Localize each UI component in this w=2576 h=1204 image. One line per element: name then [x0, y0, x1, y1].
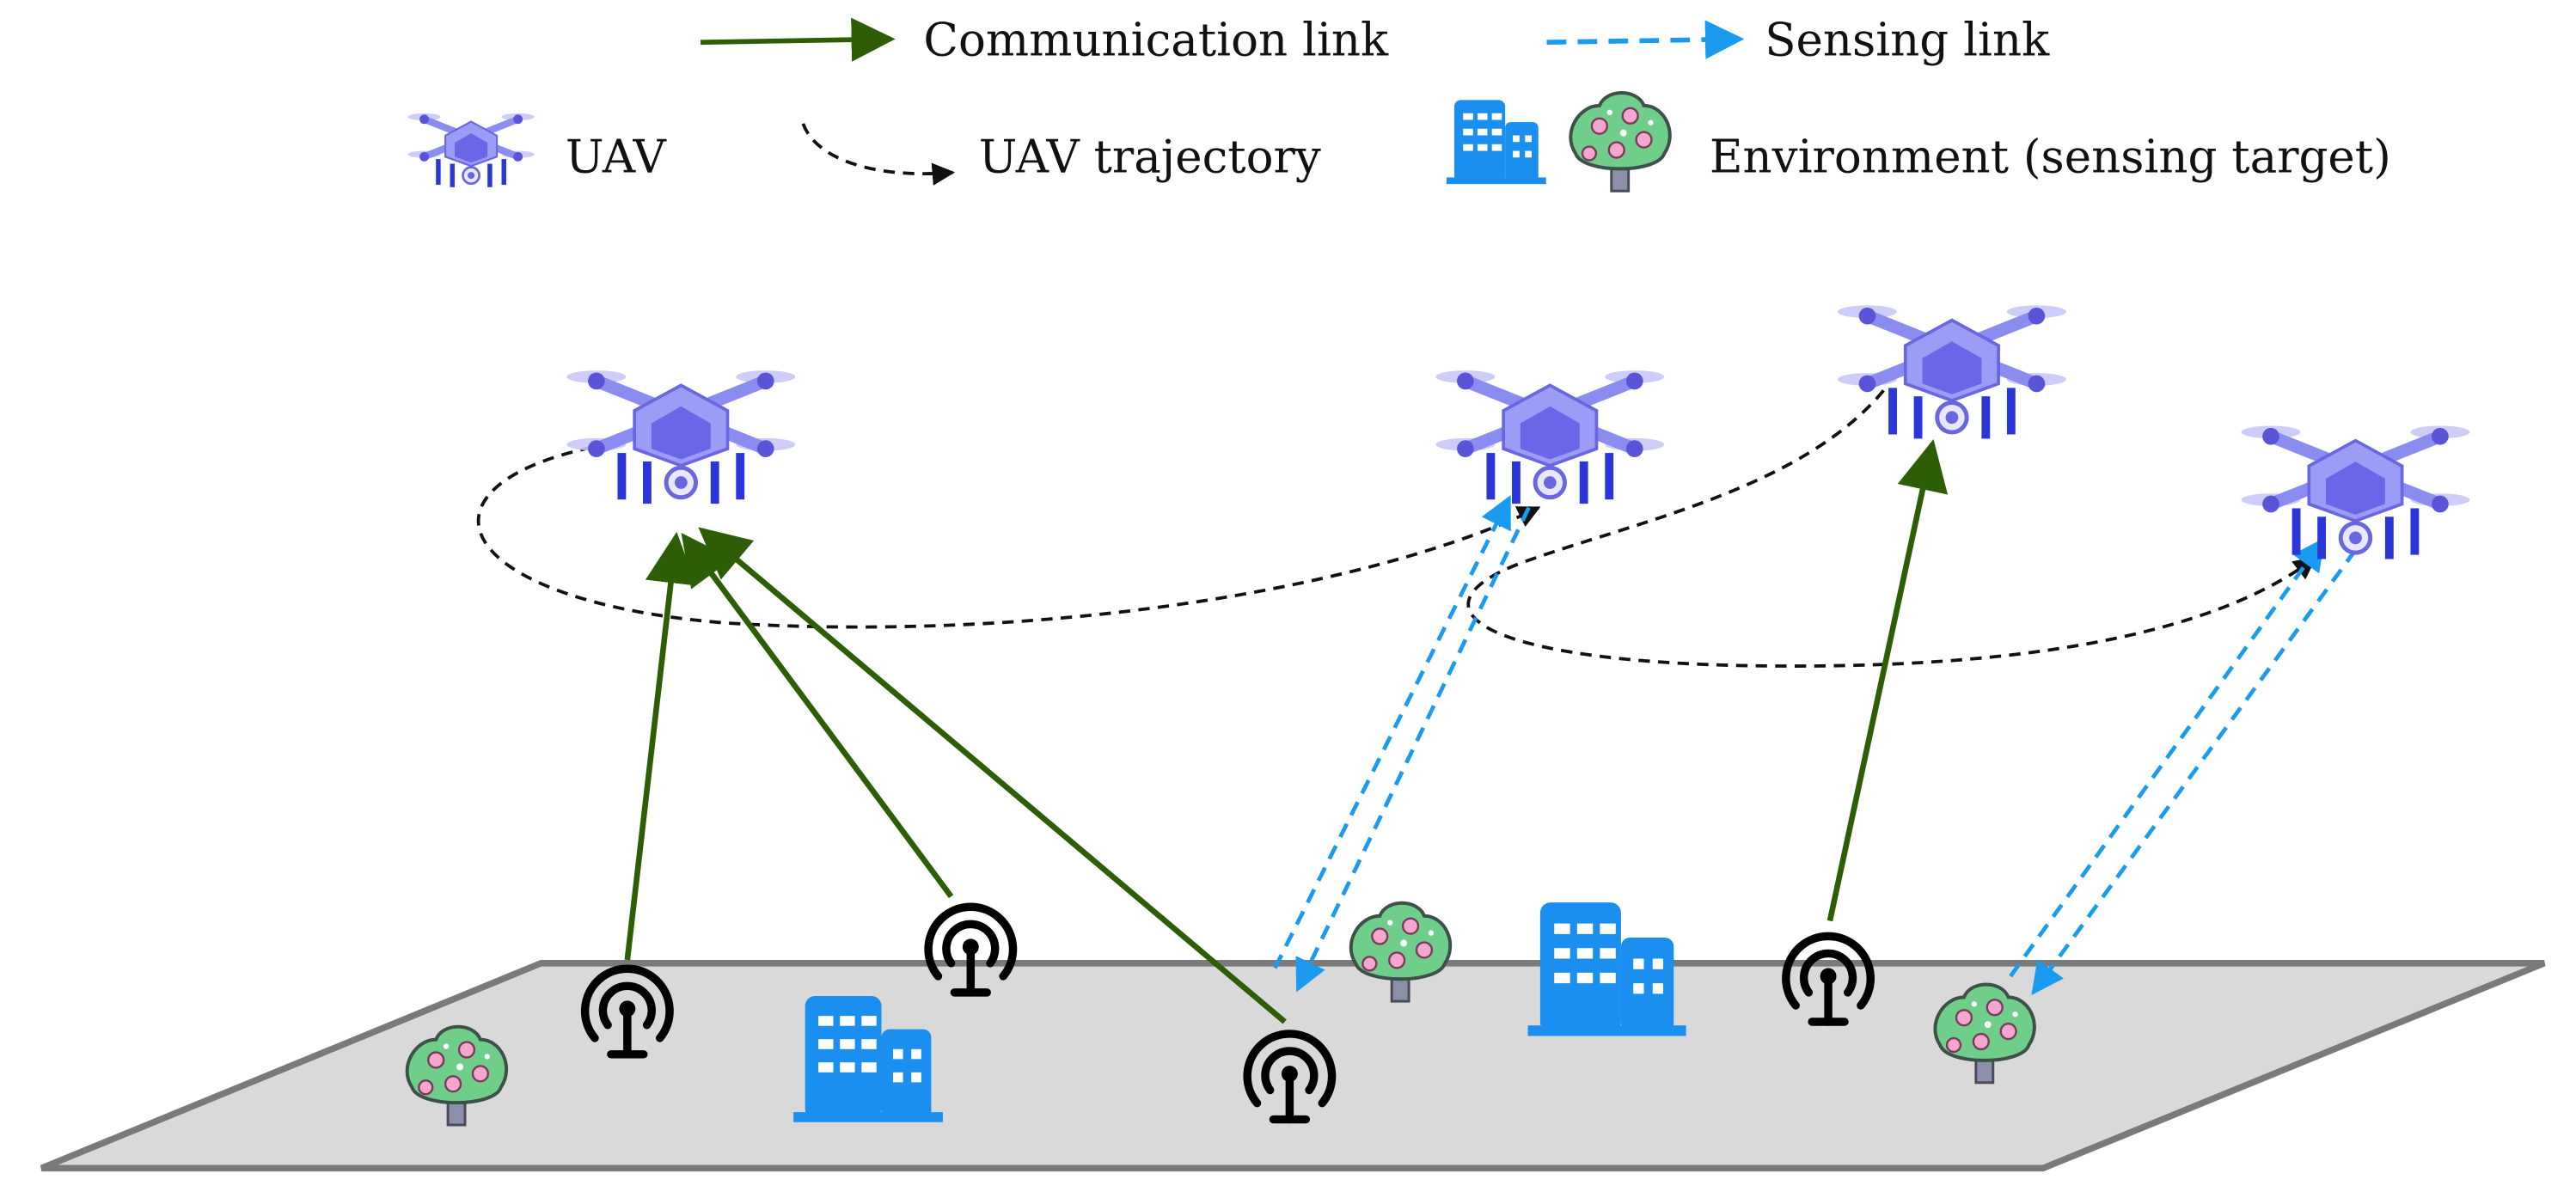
legend: Communication link Sensing link UAV UAV …	[407, 13, 2391, 193]
communication-link	[681, 532, 954, 899]
building-icon	[1527, 902, 1686, 1036]
communication-link	[698, 527, 1287, 1024]
legend-trajectory-label: UAV trajectory	[979, 131, 1321, 184]
trajectory-segment-1	[476, 445, 1541, 629]
tree-icon	[1569, 90, 1672, 193]
sensing-link	[2009, 537, 2325, 978]
uav-icon	[407, 113, 534, 187]
sensing-link-legend-arrow	[1546, 20, 1745, 59]
legend-communication-label: Communication link	[923, 13, 1389, 66]
uav-icon	[1838, 305, 2066, 438]
legend-communication-link: Communication link	[700, 13, 1389, 66]
communication-links	[624, 439, 1949, 1024]
communication-link	[1826, 439, 1949, 922]
communication-link	[624, 531, 697, 961]
legend-environment-label: Environment (sensing target)	[1710, 131, 2391, 184]
legend-uav-label: UAV	[566, 131, 668, 184]
legend-sensing-link: Sensing link	[1546, 13, 2050, 66]
legend-sensing-label: Sensing link	[1765, 13, 2050, 66]
trajectory-segment-2	[1466, 389, 2317, 668]
sensing-link	[1295, 506, 1531, 993]
uav-icon	[566, 370, 795, 504]
sensing-link	[1273, 494, 1512, 969]
sensing-links	[1273, 494, 2358, 995]
uav-icon	[1435, 370, 1664, 504]
sensing-link	[2031, 548, 2358, 995]
communication-link-legend-arrow	[700, 17, 896, 62]
uav-trajectory	[476, 389, 2317, 668]
uavs	[566, 305, 2469, 559]
uav-icon	[2242, 425, 2470, 559]
trajectory-legend-arrow	[801, 123, 956, 186]
legend-uav: UAV	[407, 113, 668, 187]
legend-uav-trajectory: UAV trajectory	[801, 123, 1321, 186]
building-icon	[1446, 100, 1546, 185]
legend-environment: Environment (sensing target)	[1446, 90, 2391, 193]
